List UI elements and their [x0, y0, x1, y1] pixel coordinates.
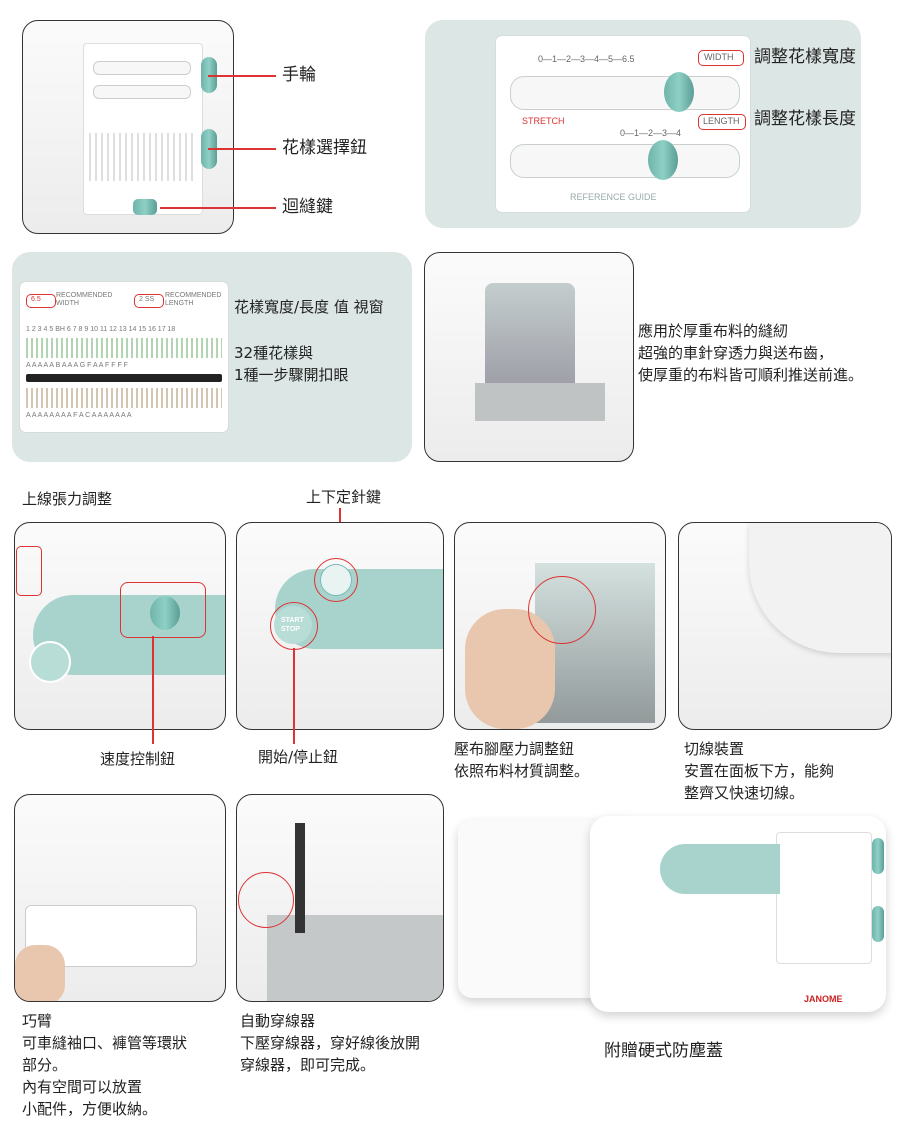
pattern-chart-mini	[89, 133, 193, 181]
machine-pattern-knob	[872, 906, 884, 942]
length-scale: 0—1—2—3—4	[620, 128, 682, 138]
leader-startstop	[293, 648, 295, 744]
pattern-caption: 32種花樣與 1種一步驟開扣眼	[234, 344, 349, 384]
brand-label: JANOME	[804, 994, 843, 1004]
presser-pressure-photo	[454, 522, 666, 730]
reverse-button-mini	[133, 199, 157, 215]
length-tag-box: LENGTH	[698, 114, 746, 130]
stitch-symbols-2	[26, 388, 222, 408]
length-tag: LENGTH	[703, 116, 740, 126]
rec-length-value: 2 SS	[139, 296, 155, 303]
needle-plate-2	[267, 915, 443, 1001]
free-arm-caption: 巧臂 可車縫袖口、褲管等環狀 部分。 內有空間可以放置 小配件，方便收納。	[22, 1012, 188, 1118]
needle-plate	[475, 383, 605, 421]
start-stop-photo	[236, 522, 444, 730]
pattern-knob-label: 花樣選擇鈕	[282, 138, 367, 158]
free-arm-photo	[14, 794, 226, 1002]
rec-width-box: 6.5	[26, 294, 56, 308]
machine-handwheel	[872, 838, 884, 874]
foot-letters-top: A A A A A B A A A G F A A F F F F	[26, 362, 128, 369]
speed-caption: 速度控制鈕	[100, 750, 176, 768]
machine-arm	[660, 844, 780, 894]
machine-underside	[749, 523, 891, 653]
stitch-symbols	[26, 338, 222, 358]
machine-panel	[776, 832, 872, 964]
rec-length-label: RECOMMENDED LENGTH	[165, 292, 222, 307]
speed-slider[interactable]	[150, 596, 180, 630]
leader-pattern	[208, 148, 276, 150]
rec-width-value: 6.5	[31, 296, 41, 303]
heavy-fabric-photo	[424, 252, 634, 462]
leader-handwheel	[208, 75, 276, 77]
rec-width-label: RECOMMENDED WIDTH	[56, 292, 113, 307]
reference-guide: REFERENCE GUIDE	[570, 192, 657, 202]
stretch-label: STRETCH	[522, 116, 565, 126]
tension-box	[16, 546, 42, 596]
pressure-ring	[528, 576, 596, 644]
width-tag: WIDTH	[704, 52, 734, 62]
pattern-numbers: 1 2 3 4 5 BH 6 7 8 9 10 11 12 13 14 15 1…	[26, 326, 176, 333]
length-knob[interactable]	[648, 140, 678, 180]
handwheel-label: 手輪	[282, 65, 316, 85]
needle-updown-label: 上下定針鍵	[306, 488, 382, 506]
start-stop-caption: 開始/停止鈕	[258, 748, 339, 766]
selector-strip	[26, 374, 222, 382]
start-stop-button[interactable]: START STOP	[274, 606, 312, 644]
leader-reverse	[160, 207, 276, 209]
needle-button-ring	[314, 558, 358, 602]
hand-2	[15, 945, 65, 1001]
length-slot	[510, 144, 740, 178]
machine-side-panel-photo	[22, 20, 234, 234]
speed-slider-box	[120, 582, 206, 638]
rec-length-box: 2 SS	[134, 294, 164, 308]
threader-ring	[238, 872, 294, 928]
pattern-panel: 6.5 RECOMMENDED WIDTH 2 SS RECOMMENDED L…	[20, 282, 228, 432]
heavy-fabric-caption: 應用於厚重布料的縫紉 超強的車針穿透力與送布齒， 使厚重的布料皆可順利推送前進。	[638, 322, 864, 384]
machine-body: JANOME	[590, 816, 886, 1012]
start-stop-label: START STOP	[281, 617, 304, 633]
width-slot-mini	[93, 61, 191, 75]
presser-area	[485, 283, 575, 393]
thread-tension-label: 上線張力調整	[22, 490, 113, 508]
threader-arm	[295, 823, 305, 933]
presser-caption: 壓布腳壓力調整鈕 依照布料材質調整。	[454, 740, 590, 780]
window-caption: 花樣寬度/長度 值 視窗	[234, 298, 384, 316]
foot-letters-bottom: A A A A A A A A F A C A A A A A A A	[26, 412, 132, 419]
leader-speed	[152, 636, 154, 744]
start-stop-mini	[29, 641, 71, 683]
needle-button[interactable]	[320, 564, 352, 596]
width-knob[interactable]	[664, 72, 694, 112]
cutter-photo	[678, 522, 892, 730]
width-caption: 調整花樣寬度	[754, 47, 856, 67]
reverse-label: 迴縫鍵	[282, 197, 333, 217]
cutter-caption: 切線裝置 安置在面板下方，能夠 整齊又快速切線。	[684, 740, 835, 802]
length-slot-mini	[93, 85, 191, 99]
width-length-panel: 0—1—2—3—4—5—6.5 WIDTH STRETCH 0—1—2—3—4 …	[496, 36, 750, 212]
width-tag-box: WIDTH	[698, 50, 744, 66]
length-caption: 調整花樣長度	[754, 109, 856, 129]
cover-caption: 附贈硬式防塵蓋	[604, 1041, 723, 1061]
threader-caption: 自動穿線器 下壓穿線器，穿好線後放開 穿線器，即可完成。	[240, 1012, 421, 1074]
width-scale: 0—1—2—3—4—5—6.5	[538, 54, 635, 64]
width-slot	[510, 76, 740, 110]
